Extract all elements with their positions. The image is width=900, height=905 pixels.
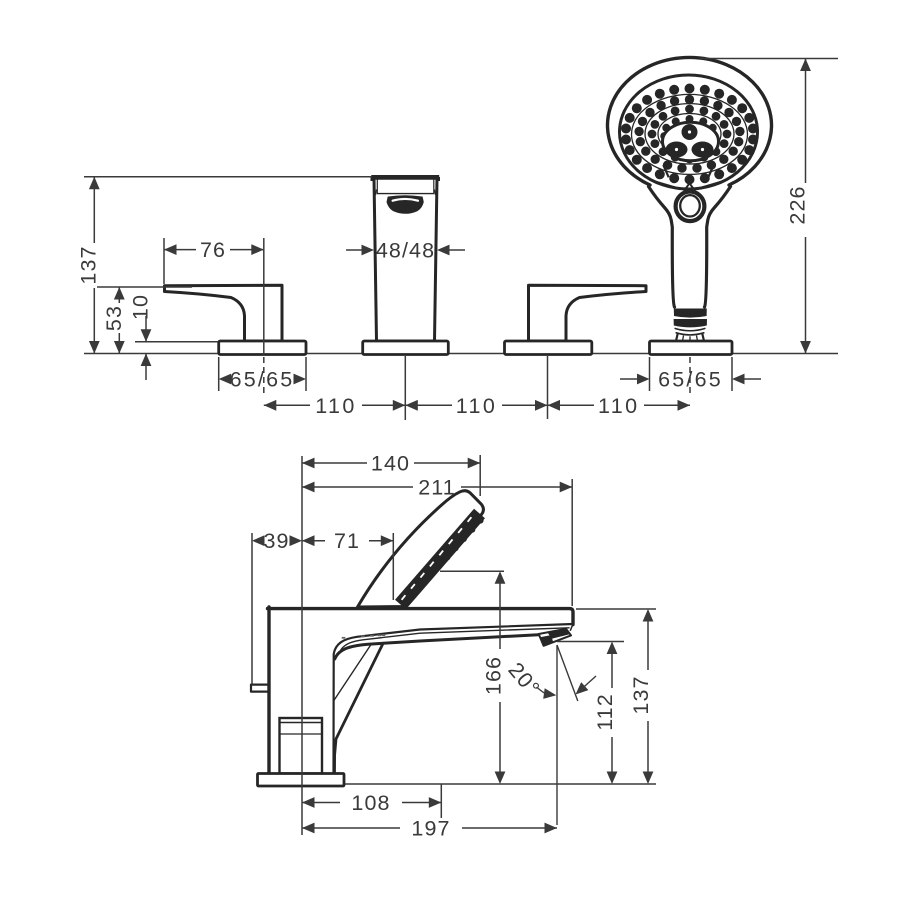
svg-text:110: 110 — [456, 394, 497, 418]
svg-text:71: 71 — [334, 529, 360, 553]
svg-text:76: 76 — [200, 238, 226, 262]
svg-text:108: 108 — [351, 791, 390, 815]
svg-text:48/48: 48/48 — [376, 239, 435, 263]
svg-text:110: 110 — [315, 394, 356, 418]
svg-text:65/65: 65/65 — [230, 368, 295, 392]
svg-text:53: 53 — [102, 305, 126, 331]
svg-text:112: 112 — [593, 693, 617, 731]
svg-text:39: 39 — [263, 529, 289, 553]
svg-text:137: 137 — [629, 675, 653, 714]
svg-text:10: 10 — [129, 294, 153, 320]
svg-text:226: 226 — [786, 185, 810, 224]
svg-text:140: 140 — [371, 452, 410, 476]
svg-text:197: 197 — [411, 817, 450, 841]
svg-text:65/65: 65/65 — [658, 368, 723, 392]
svg-text:211: 211 — [418, 476, 456, 500]
svg-text:137: 137 — [77, 245, 101, 284]
svg-text:166: 166 — [482, 656, 506, 695]
svg-text:110: 110 — [598, 394, 639, 418]
